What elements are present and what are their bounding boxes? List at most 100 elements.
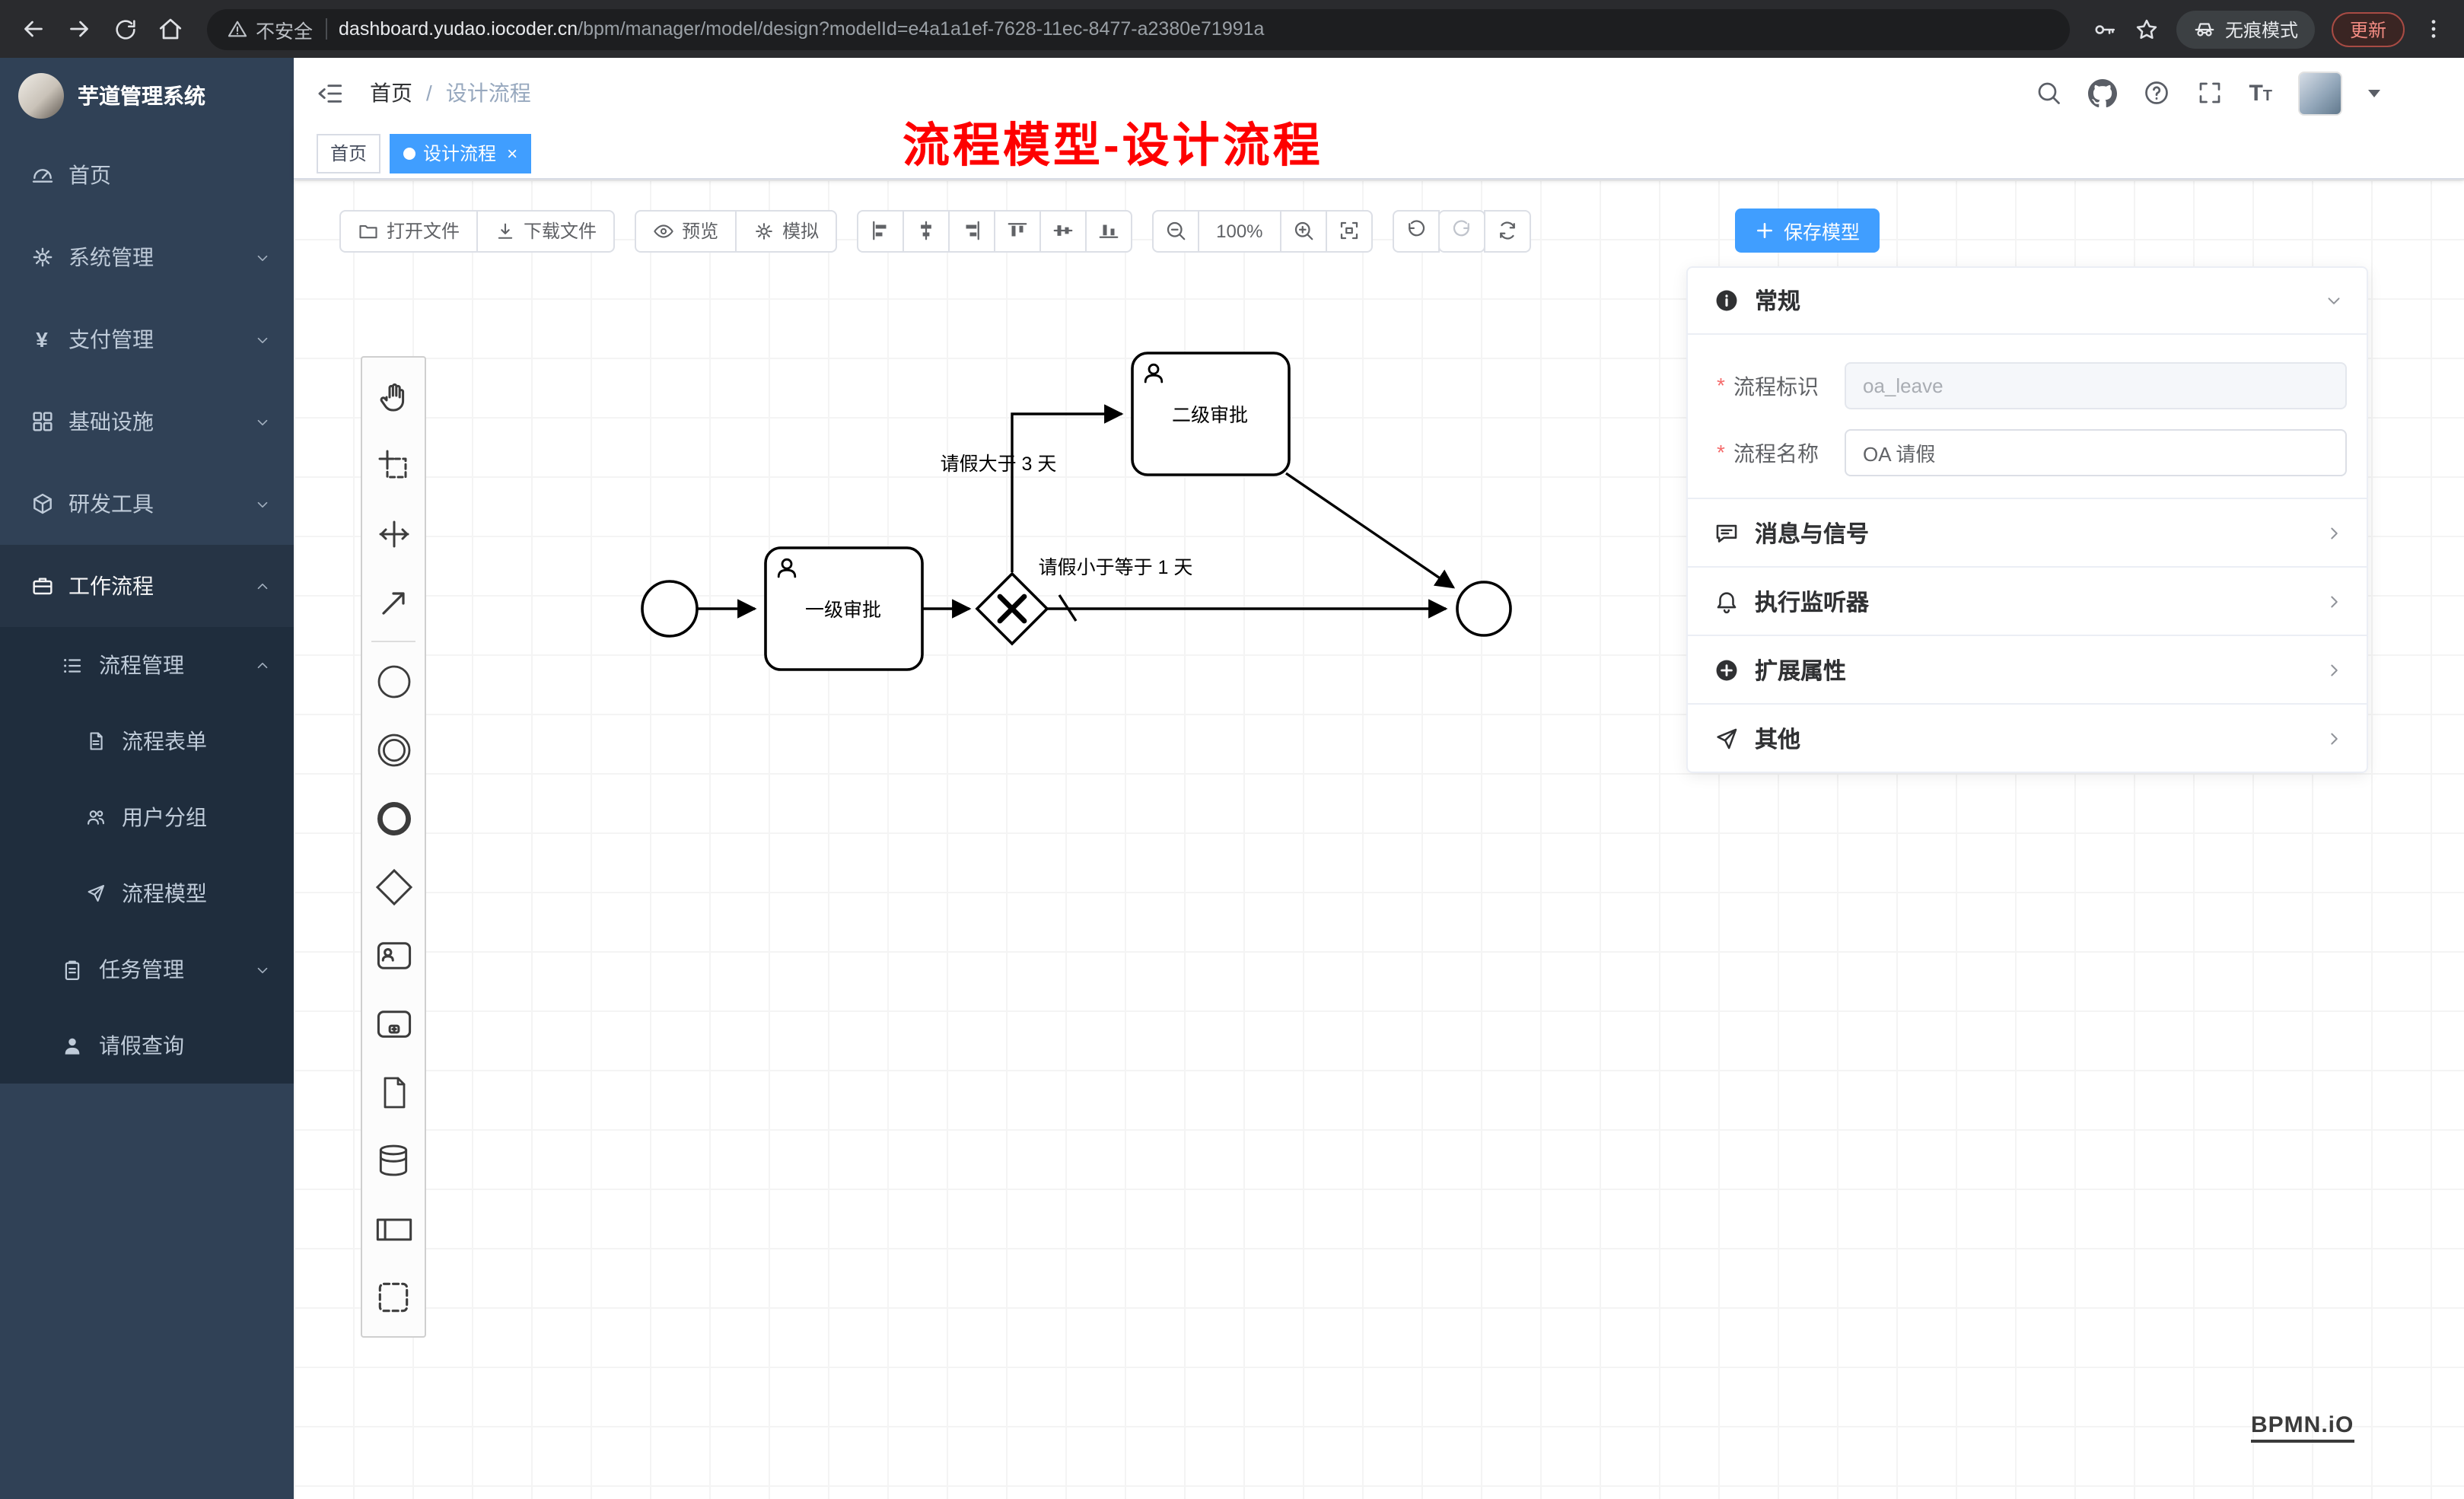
simulate-button[interactable]: 模拟 [735,209,838,252]
bpmn-workspace: 打开文件 下载文件 预览 [294,180,2464,1499]
condition-label-gt[interactable]: 请假大于 3 天 [941,454,1057,475]
flow-task2-to-end[interactable] [1285,472,1456,589]
search-icon[interactable] [2034,79,2061,107]
participant-icon [375,1217,412,1240]
bpmn-canvas[interactable]: 一级审批 二级审批 请假大于 3 天 请假小于等于 1 天 [294,180,2464,1499]
avatar[interactable] [2298,71,2342,115]
tab-label: 设计流程 [423,143,497,164]
chevron-down-icon[interactable] [2324,291,2344,310]
sidebar-item-devtools[interactable]: 研发工具 [0,463,294,545]
breadcrumb-home[interactable]: 首页 [370,81,412,105]
security-status[interactable]: 不安全 [227,14,313,43]
zoom-fit-button[interactable] [1325,209,1373,252]
redo-button[interactable] [1437,209,1485,252]
zoom-in-button[interactable] [1279,209,1327,252]
fullscreen-icon[interactable] [2195,79,2223,107]
align-top-button[interactable] [994,209,1042,252]
menu-dots-icon[interactable] [2421,17,2446,41]
forward-button[interactable] [58,8,100,50]
align-top-icon [1008,223,1027,237]
end-event[interactable] [1456,581,1512,637]
sidebar-item-process-mgmt[interactable]: 流程管理 [0,627,294,703]
chevron-right-icon [2324,523,2344,543]
reload-button[interactable] [103,8,146,50]
download-file-button[interactable]: 下载文件 [476,209,616,252]
exclusive-gateway[interactable] [975,571,1049,646]
panel-section-other[interactable]: 其他 [1688,703,2367,772]
global-connect-tool[interactable] [364,568,423,636]
create-intermediate-event[interactable] [364,715,423,784]
panel-section-general[interactable]: 常规 [1688,268,2367,335]
create-gateway[interactable] [364,852,423,921]
sidebar-item-home[interactable]: 首页 [0,134,294,216]
tab-label: 首页 [330,143,368,164]
align-left-button[interactable] [857,209,905,252]
create-participant[interactable] [364,1195,423,1263]
create-subprocess[interactable] [364,989,423,1058]
open-file-button[interactable]: 打开文件 [339,209,479,252]
sidebar-item-leave-query[interactable]: 请假查询 [0,1007,294,1084]
update-button[interactable]: 更新 [2331,11,2405,46]
breadcrumb-current: 设计流程 [445,81,531,105]
caret-down-icon[interactable] [2368,89,2380,97]
bpmn-palette [361,356,426,1338]
plus-circle-icon [1714,657,1740,683]
save-model-button[interactable]: 保存模型 [1734,208,1880,253]
condition-label-le[interactable]: 请假小于等于 1 天 [1039,557,1193,578]
task-second-approval[interactable]: 二级审批 [1131,352,1291,476]
fold-icon [318,84,342,102]
bpmn-io-watermark[interactable]: BPMN.iO [2251,1412,2354,1443]
github-icon[interactable] [2087,78,2117,107]
create-start-event[interactable] [364,647,423,715]
sidebar: 芋道管理系统 首页 系统管理 ¥ 支付管理 基础设施 [0,58,294,1499]
sidebar-item-task-mgmt[interactable]: 任务管理 [0,931,294,1007]
panel-section-extensions[interactable]: 扩展属性 [1688,635,2367,703]
flow-gateway-to-task2[interactable] [1011,404,1124,572]
process-key-input[interactable] [1845,362,2347,409]
question-icon[interactable] [2142,79,2170,107]
tab-design[interactable]: 设计流程 × [390,133,532,173]
undo-button[interactable] [1392,209,1440,252]
hand-tool[interactable] [364,362,423,431]
zoom-out-button[interactable] [1152,209,1200,252]
download-icon [498,222,513,238]
sidebar-item-process-model[interactable]: 流程模型 [0,855,294,931]
sidebar-item-infra[interactable]: 基础设施 [0,380,294,463]
url-bar[interactable]: 不安全 dashboard.yudao.iocoder.cn/bpm/manag… [207,8,2070,49]
sidebar-item-payment[interactable]: ¥ 支付管理 [0,298,294,380]
create-user-task[interactable] [364,921,423,989]
align-center-button[interactable] [903,209,950,252]
star-icon[interactable] [2134,16,2160,42]
sidebar-fold-button[interactable] [317,78,345,107]
align-bottom-button[interactable] [1085,209,1133,252]
reload-icon [115,19,135,39]
align-middle-button[interactable] [1039,209,1087,252]
create-data-store[interactable] [364,1126,423,1195]
panel-section-listeners[interactable]: 执行监听器 [1688,566,2367,635]
zoom-level[interactable]: 100% [1198,209,1281,252]
sidebar-item-system[interactable]: 系统管理 [0,216,294,298]
create-end-event[interactable] [364,784,423,852]
preview-button[interactable]: 预览 [635,209,737,252]
start-event[interactable] [641,580,699,638]
space-tool[interactable] [364,499,423,568]
panel-section-messages[interactable]: 消息与信号 [1688,498,2367,566]
create-data-object[interactable] [364,1058,423,1126]
create-group[interactable] [364,1263,423,1332]
close-icon[interactable]: × [507,142,518,164]
task-first-approval[interactable]: 一级审批 [764,546,924,671]
tab-home[interactable]: 首页 [317,133,381,173]
sidebar-item-workflow[interactable]: 工作流程 [0,545,294,627]
lasso-tool[interactable] [364,431,423,499]
home-button[interactable] [149,8,192,50]
key-icon[interactable] [2091,16,2117,42]
align-right-button[interactable] [948,209,996,252]
reset-button[interactable] [1483,209,1531,252]
sidebar-item-process-form[interactable]: 流程表单 [0,703,294,779]
back-button[interactable] [12,8,55,50]
sidebar-item-user-group[interactable]: 用户分组 [0,779,294,855]
process-name-input[interactable] [1845,429,2347,476]
task-label: 一级审批 [805,600,881,621]
